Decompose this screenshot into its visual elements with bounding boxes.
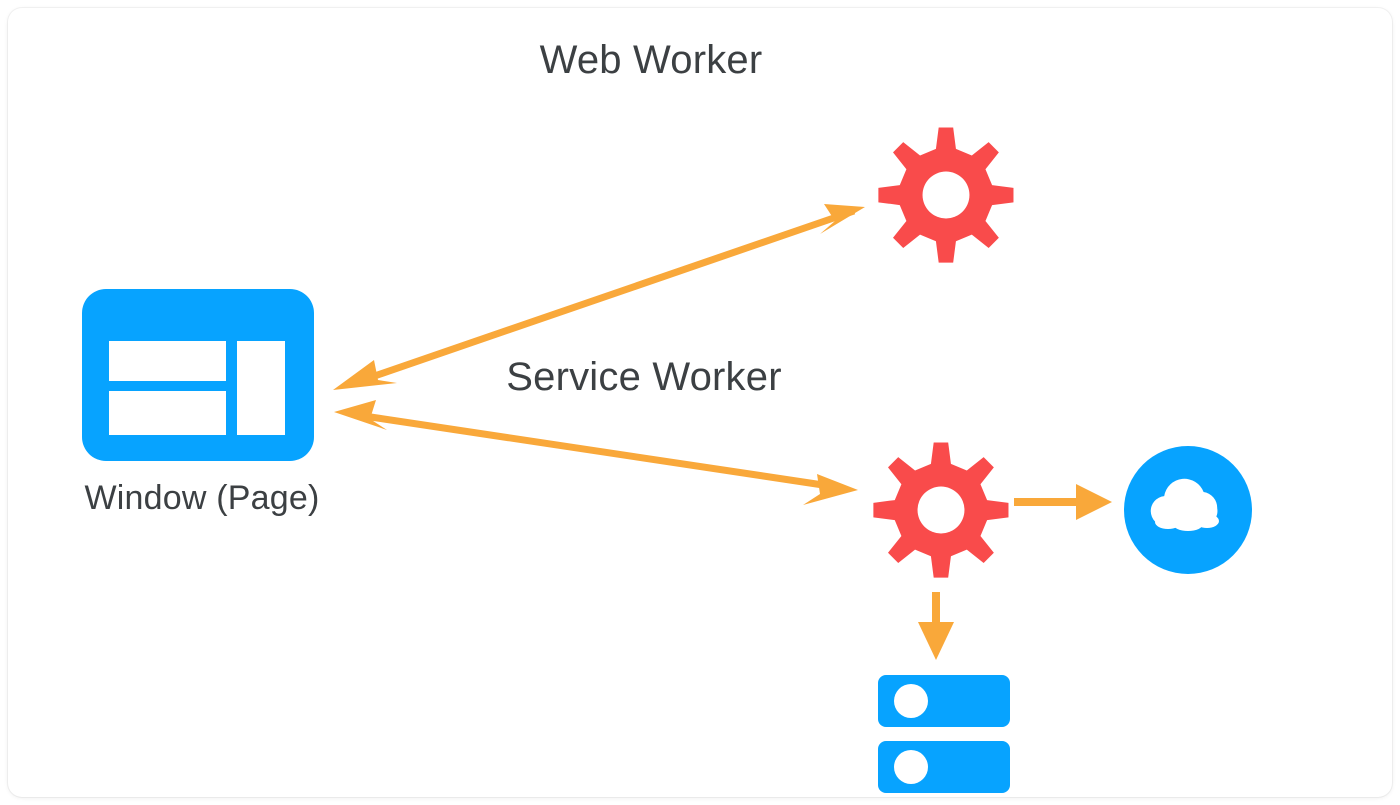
label-window-page: Window (Page) [84, 479, 320, 517]
browser-window-icon [82, 289, 314, 461]
connector-service-worker-to-storage [918, 592, 954, 660]
node-network-cloud[interactable] [1124, 446, 1252, 574]
label-service-worker: Service Worker [506, 355, 782, 399]
node-cache-storage[interactable] [878, 675, 1010, 795]
connector-window-to-service-worker [334, 400, 858, 505]
gear-icon [873, 442, 1009, 578]
cloud-icon [1124, 446, 1252, 574]
connector-service-worker-to-cloud [1014, 484, 1112, 520]
node-window-page[interactable] [82, 289, 314, 461]
storage-icon [878, 675, 1010, 793]
gear-icon [878, 127, 1014, 263]
node-service-worker[interactable] [872, 436, 1010, 584]
node-web-worker[interactable] [877, 121, 1015, 269]
diagram-card: Window (Page) Web Worker Service Worker [8, 8, 1392, 797]
label-web-worker: Web Worker [539, 38, 763, 82]
diagram-canvas: Window (Page) Web Worker Service Worker [8, 8, 1392, 797]
connectors-layer [333, 204, 1112, 660]
connector-window-to-web-worker [333, 204, 865, 390]
